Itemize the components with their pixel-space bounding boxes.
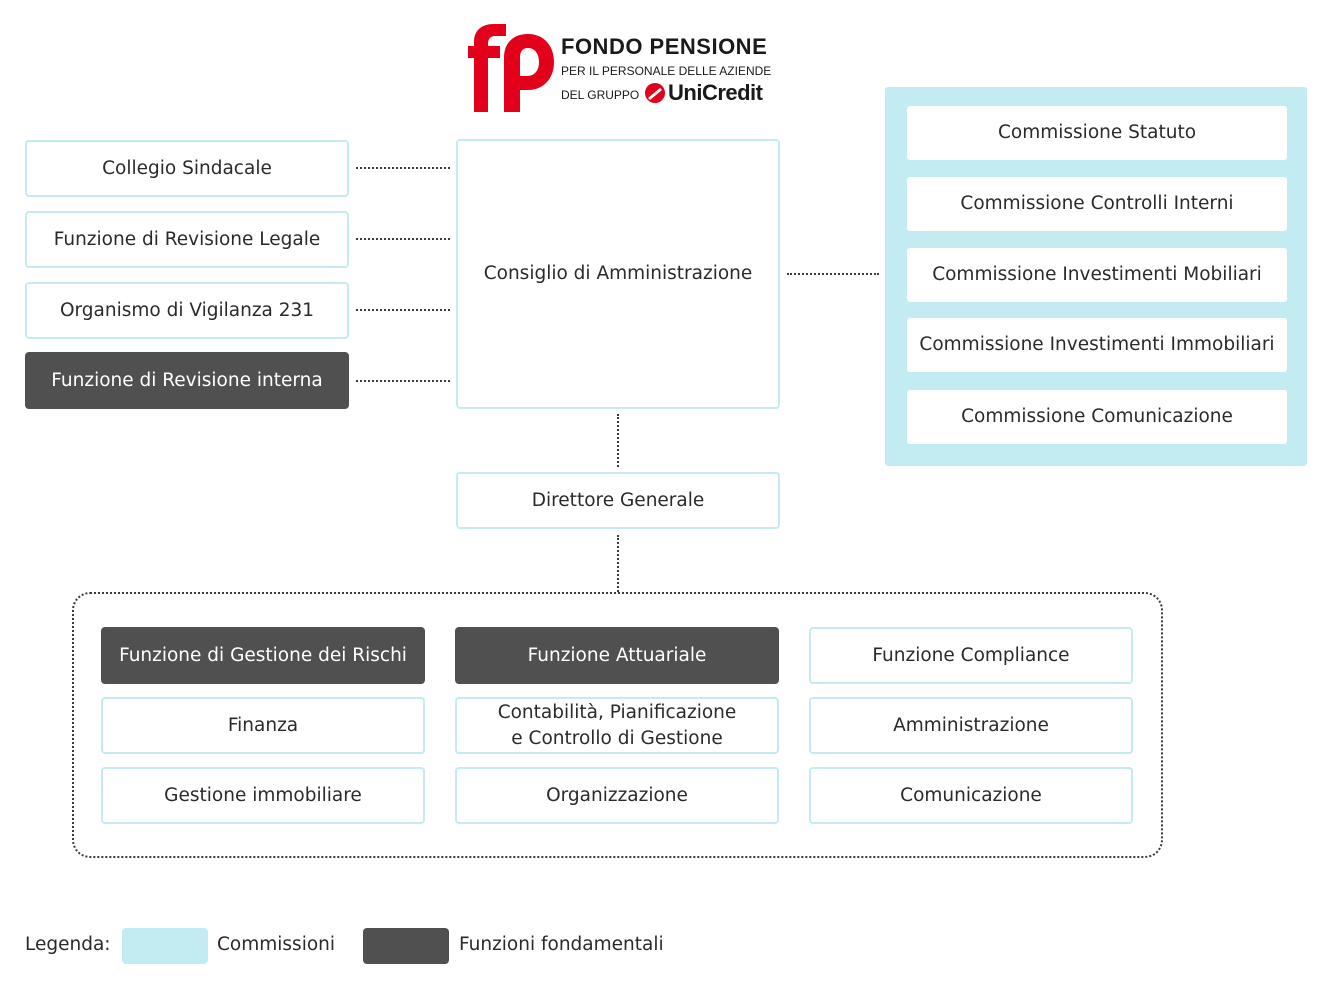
functions-group-frame xyxy=(72,592,1163,858)
commissione-statuto-box: Commissione Statuto xyxy=(907,106,1287,160)
collegio-sindacale-box: Collegio Sindacale xyxy=(25,140,349,197)
contabilita-line2: e Controllo di Gestione xyxy=(511,727,723,749)
legend-swatch-funzioni xyxy=(363,928,449,964)
legend-swatch-commissioni xyxy=(122,928,208,964)
commissione-comunicazione-box: Commissione Comunicazione xyxy=(907,390,1287,444)
fp-logo-icon xyxy=(468,24,554,112)
fondo-pensione-logo: FONDO PENSIONE PER IL PERSONALE DELLE AZ… xyxy=(466,22,771,117)
organizzazione-box: Organizzazione xyxy=(455,767,779,824)
consiglio-amministrazione-box: Consiglio di Amministrazione xyxy=(456,139,780,409)
direttore-generale-box: Direttore Generale xyxy=(456,472,780,529)
legend-label-funzioni: Funzioni fondamentali xyxy=(459,934,664,955)
commissione-investimenti-immobiliari-box: Commissione Investimenti Immobiliari xyxy=(907,318,1287,372)
organismo-vigilanza-box: Organismo di Vigilanza 231 xyxy=(25,282,349,339)
gestione-rischi-box: Funzione di Gestione dei Rischi xyxy=(101,627,425,684)
revisione-interna-box: Funzione di Revisione interna xyxy=(25,352,349,409)
connector-organismo xyxy=(356,309,450,311)
amministrazione-box: Amministrazione xyxy=(809,697,1133,754)
connector-board-director xyxy=(617,414,619,467)
connector-revisione-interna xyxy=(356,380,450,382)
funzione-attuariale-box: Funzione Attuariale xyxy=(455,627,779,684)
comunicazione-box: Comunicazione xyxy=(809,767,1133,824)
revisione-legale-box: Funzione di Revisione Legale xyxy=(25,211,349,268)
connector-director-functions xyxy=(617,535,619,592)
logo-title: FONDO PENSIONE xyxy=(561,34,768,59)
connector-commissions xyxy=(787,273,879,275)
finanza-box: Finanza xyxy=(101,697,425,754)
unicredit-mark-icon xyxy=(645,83,665,103)
logo-subtitle: PER IL PERSONALE DELLE AZIENDE xyxy=(561,64,772,78)
gestione-immobiliare-box: Gestione immobiliare xyxy=(101,767,425,824)
logo-group-prefix: DEL GRUPPO xyxy=(561,88,640,102)
legend-label-commissioni: Commissioni xyxy=(217,934,336,955)
contabilita-box: Contabilità, Pianificazione e Controllo … xyxy=(455,697,779,754)
commissione-controlli-interni-box: Commissione Controlli Interni xyxy=(907,177,1287,231)
contabilita-line1: Contabilità, Pianificazione xyxy=(497,701,737,723)
commissione-investimenti-mobiliari-box: Commissione Investimenti Mobiliari xyxy=(907,248,1287,302)
logo-brand: UniCredit xyxy=(668,80,763,105)
connector-collegio xyxy=(356,167,450,169)
funzione-compliance-box: Funzione Compliance xyxy=(809,627,1133,684)
legend-title: Legenda: xyxy=(25,934,111,955)
connector-revisione-legale xyxy=(356,238,450,240)
